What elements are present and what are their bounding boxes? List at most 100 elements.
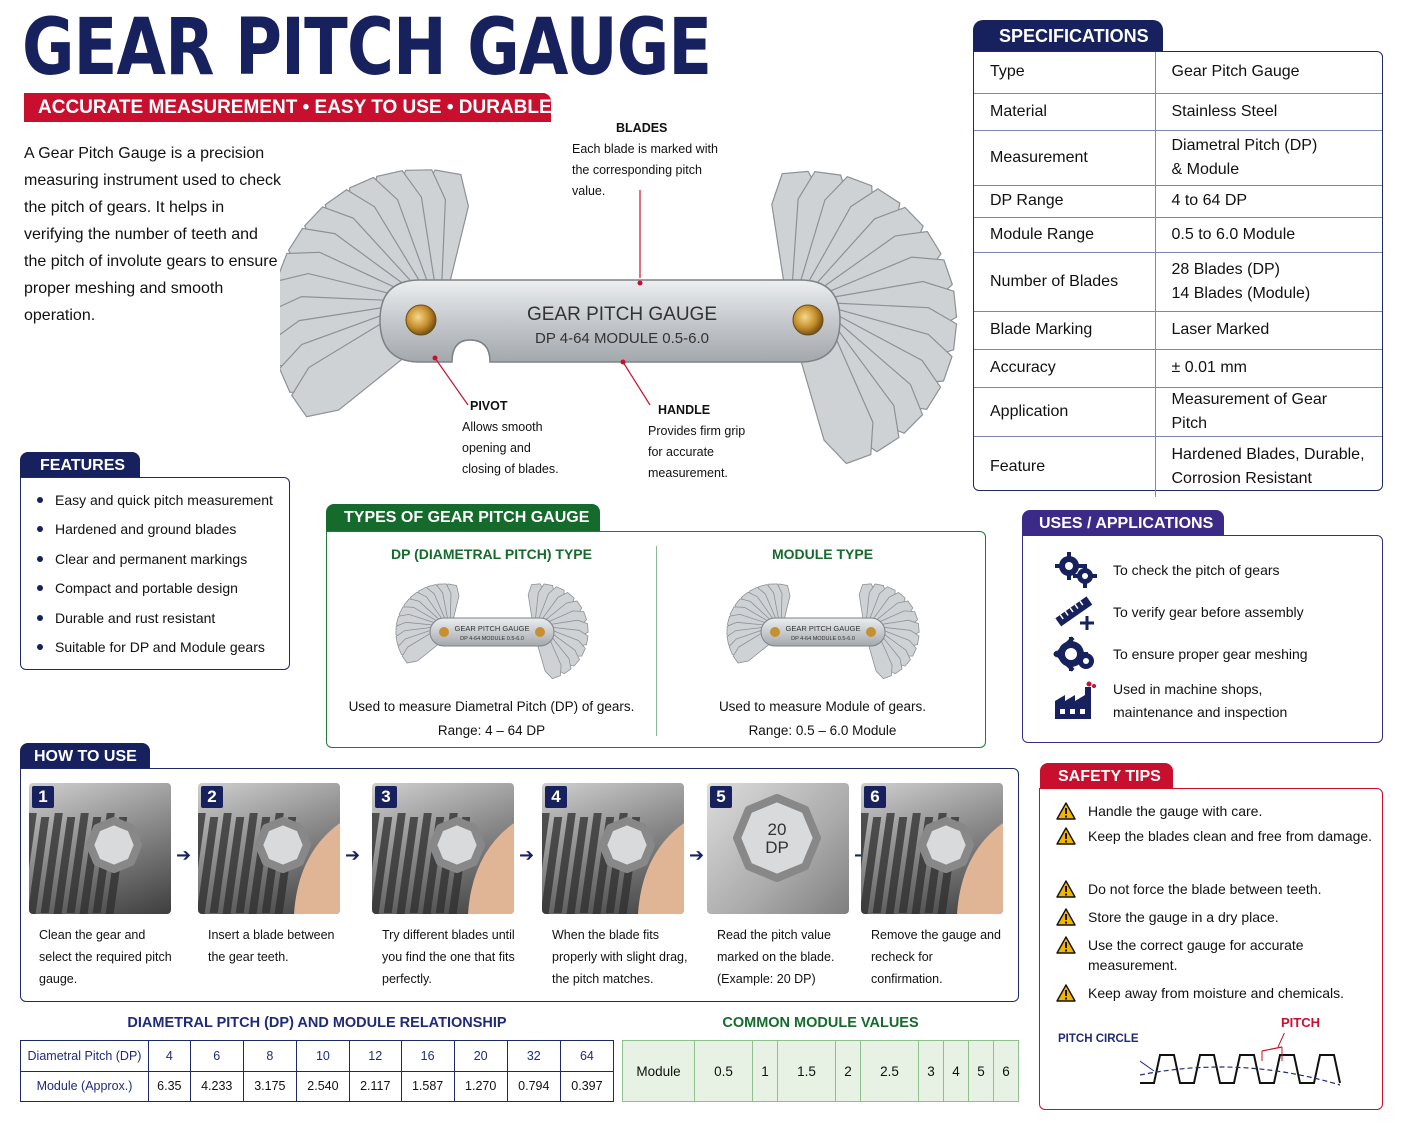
hand-shape (957, 823, 1003, 914)
dp-type-column: DP (DIAMETRAL PITCH) TYPE GEAR PITCH GAU… (327, 532, 656, 747)
safety-tip: Handle the gauge with care. (1056, 801, 1376, 821)
step-illustration (29, 813, 142, 914)
dp-type-title: DP (DIAMETRAL PITCH) TYPE (391, 546, 592, 562)
warning-icon (1056, 936, 1076, 954)
common-module-value: 1 (752, 1040, 778, 1102)
safety-heading: SAFETY TIPS (1040, 763, 1173, 790)
step-text: Clean the gear and select the required p… (39, 928, 172, 986)
feature-text: Clear and permanent markings (55, 550, 248, 567)
spec-value: Stainless Steel (1155, 93, 1382, 131)
blade-shape (599, 817, 655, 873)
step-image: 4 (542, 783, 684, 914)
spec-label: Blade Marking (974, 311, 1156, 350)
dp-value: 4 (148, 1040, 191, 1072)
spec-label: DP Range (974, 185, 1156, 218)
warning-icon (1056, 984, 1076, 1002)
spec-row: Accuracy± 0.01 mm (974, 349, 1382, 388)
step-illustration (542, 813, 684, 914)
mini-handle (760, 617, 885, 647)
module-approx-value: 6.35 (148, 1070, 191, 1102)
feature-text: Durable and rust resistant (55, 609, 216, 626)
ruler-plus-icon (1055, 596, 1094, 630)
dp-type-text: Used to measure Diametral Pitch (DP) of … (348, 699, 635, 714)
mini-pivot-screw (534, 627, 545, 637)
warning-icon (1056, 880, 1076, 898)
spec-value: Laser Marked (1155, 311, 1382, 350)
page-title: GEAR PITCH GAUGE (22, 3, 712, 93)
common-module-value: 4 (943, 1040, 969, 1102)
blades-callout-text: Each blade is marked with the correspond… (572, 142, 718, 198)
dp-value: 12 (348, 1040, 402, 1072)
dp-relationship-title: DIAMETRAL PITCH (DP) AND MODULE RELATION… (127, 1015, 507, 1031)
blade-value-label: 20 (768, 820, 787, 839)
blades-callout-title: BLADES (616, 121, 668, 135)
mini-pivot-screw (438, 627, 449, 637)
step-image: 3 (372, 783, 514, 914)
step-arrow-icon: ➔ (345, 845, 361, 865)
safety-tip-text: Store the gauge in a dry place. (1088, 909, 1279, 925)
module-approx-value: 1.270 (453, 1070, 508, 1102)
spec-value: Diametral Pitch (DP) & Module (1155, 130, 1382, 186)
handle-callout-title: HANDLE (658, 403, 711, 417)
safety-tip-text: Keep the blades clean and free from dama… (1088, 828, 1373, 844)
feature-item: Suitable for DP and Module gears (37, 639, 273, 668)
spec-label: Feature (974, 436, 1156, 497)
common-module-value: 0.5 (693, 1040, 754, 1102)
features-heading: FEATURES (20, 452, 140, 479)
uses-panel: To check the pitch of gears To verify ge… (1022, 535, 1383, 743)
step-number: 3 (375, 786, 397, 808)
feature-item: Hardened and ground blades (37, 521, 273, 550)
dp-row-label: Diametral Pitch (DP) (20, 1040, 149, 1072)
step-text: Try different blades until you find the … (382, 928, 515, 986)
warning-icon (1056, 827, 1076, 845)
common-module-title: COMMON MODULE VALUES (722, 1015, 919, 1031)
hand-shape (294, 823, 340, 914)
feature-item: Durable and rust resistant (37, 610, 273, 639)
module-approx-value: 0.397 (559, 1070, 615, 1102)
dp-value: 6 (189, 1040, 244, 1072)
module-row-label: Module (Approx.) (20, 1070, 149, 1102)
spec-value: 28 Blades (DP) 14 Blades (Module) (1155, 252, 1382, 312)
specifications-heading: SPECIFICATIONS (973, 20, 1163, 52)
use-item-1: To check the pitch of gears (1053, 550, 1280, 590)
spec-value: Hardened Blades, Durable, Corrosion Resi… (1171, 445, 1365, 487)
spec-row: Feature Hardened Blades, Durable, Corrosi… (974, 436, 1382, 497)
blade-shape (429, 817, 485, 873)
warning-icon (1056, 908, 1076, 926)
handle-callout: HANDLE Provides firm grip for accurate m… (648, 400, 760, 484)
step-arrow-icon: ➔ (689, 845, 705, 865)
safety-tip: Store the gauge in a dry place. (1056, 907, 1376, 927)
tagline-banner: ACCURATE MEASUREMENT • EASY TO USE • DUR… (24, 93, 552, 122)
use-item-3: To ensure proper gear meshing (1053, 634, 1308, 674)
module-type-text: Used to measure Module of gears. (718, 699, 927, 714)
module-approx-value: 2.540 (295, 1070, 350, 1102)
safety-tip-text: Do not force the blade between teeth. (1088, 881, 1322, 897)
safety-panel: Handle the gauge with care. Keep the blad… (1039, 788, 1383, 1110)
safety-tip-text: Use the correct gauge for accurate measu… (1088, 937, 1304, 973)
dp-value: 20 (453, 1040, 508, 1072)
how-to-use-heading: HOW TO USE (20, 743, 150, 770)
spec-label: Accuracy (974, 349, 1156, 388)
feature-text: Hardened and ground blades (55, 521, 237, 538)
types-panel: DP (DIAMETRAL PITCH) TYPE GEAR PITCH GAU… (326, 531, 986, 748)
left-pivot-screw (405, 304, 437, 336)
gears-icon (1055, 552, 1097, 588)
blade-shape (918, 817, 974, 873)
